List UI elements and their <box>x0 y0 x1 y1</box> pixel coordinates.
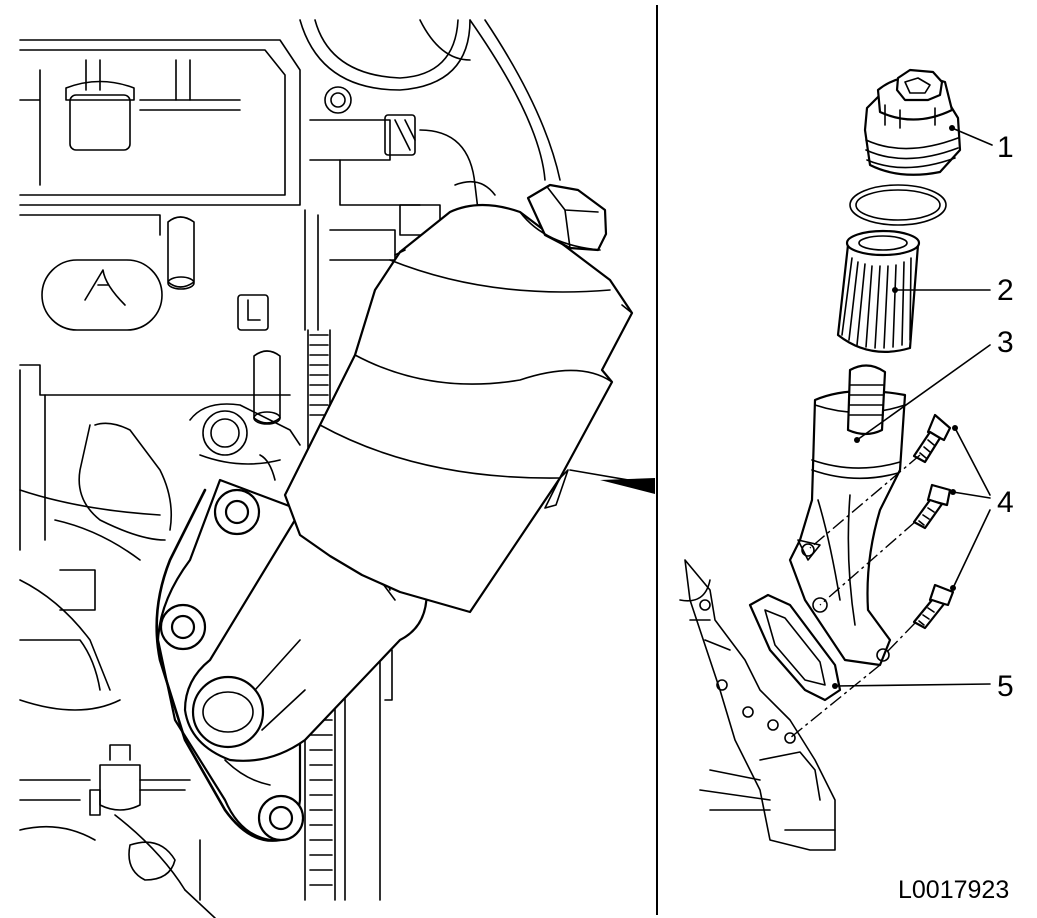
o-ring-part <box>849 184 947 226</box>
callout-4: 4 <box>997 486 1014 519</box>
bolt-part <box>912 413 958 630</box>
filter-element-part <box>836 229 921 353</box>
pointer-arrow-icon <box>569 469 655 494</box>
callout-1: 1 <box>997 131 1014 164</box>
figure-reference-code: L0017923 <box>898 876 1009 904</box>
engine-background <box>19 19 561 918</box>
filter-housing-part <box>788 364 907 667</box>
alignment-lines <box>789 454 921 739</box>
callout-3: 3 <box>997 326 1014 359</box>
filter-cap-part <box>863 68 962 176</box>
callout-leaders <box>834 127 993 687</box>
callout-2: 2 <box>997 274 1014 307</box>
assembled-filter-housing <box>155 183 634 842</box>
gasket-part <box>748 593 842 702</box>
engine-block-section <box>679 559 836 851</box>
callout-5: 5 <box>997 670 1014 703</box>
